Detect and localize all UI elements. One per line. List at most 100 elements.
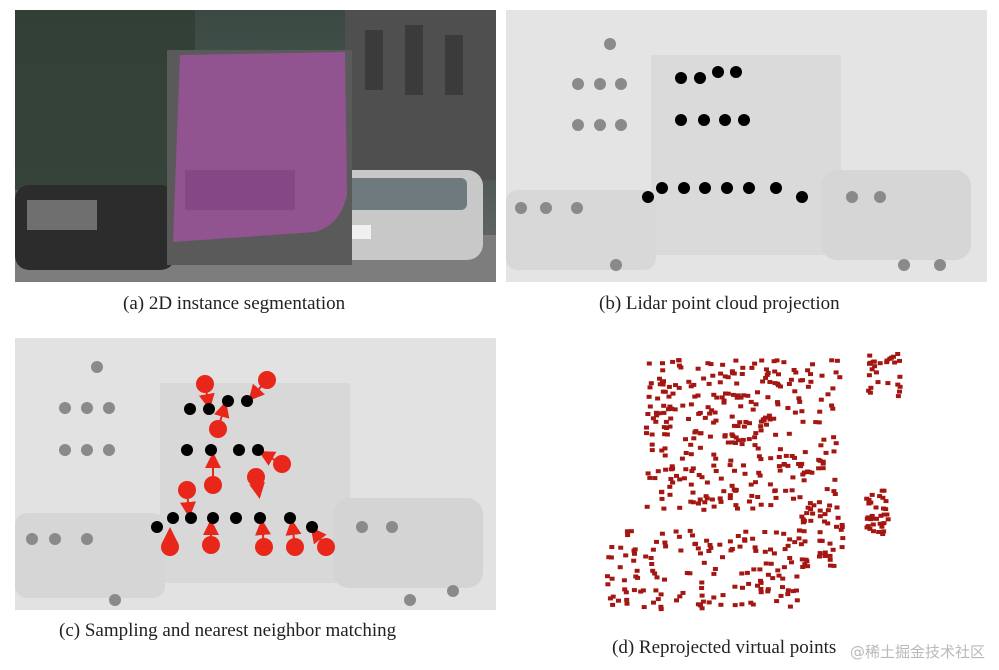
virtual-point	[895, 394, 901, 399]
virtual-point	[797, 399, 803, 404]
virtual-point	[727, 496, 733, 501]
lidar-points	[642, 66, 808, 203]
virtual-point	[650, 568, 656, 573]
virtual-point	[704, 480, 710, 485]
virtual-point	[711, 392, 717, 397]
virtual-point	[781, 565, 787, 570]
virtual-point	[688, 442, 694, 447]
virtual-point	[827, 503, 833, 508]
virtual-point	[650, 416, 656, 421]
virtual-point	[768, 456, 774, 461]
virtual-point	[799, 514, 805, 519]
virtual-point	[711, 595, 717, 600]
virtual-point	[881, 512, 887, 517]
virtual-point	[804, 511, 810, 516]
virtual-point	[775, 568, 781, 573]
virtual-point	[729, 432, 735, 437]
virtual-point	[785, 406, 791, 410]
virtual-point	[624, 601, 630, 606]
virtual-point	[787, 537, 793, 542]
virtual-point	[817, 508, 823, 513]
virtual-point	[677, 505, 683, 510]
virtual-point	[730, 370, 735, 375]
virtual-point	[709, 497, 715, 502]
virtual-point	[823, 450, 829, 455]
background-point	[26, 533, 38, 545]
virtual-point	[801, 478, 807, 483]
virtual-point	[885, 381, 891, 386]
virtual-point	[822, 550, 828, 555]
virtual-point	[713, 418, 719, 423]
virtual-point	[750, 407, 756, 412]
virtual-point	[752, 435, 758, 440]
virtual-point	[755, 495, 761, 499]
virtual-point	[621, 578, 627, 583]
virtual-point	[701, 507, 707, 512]
virtual-point	[667, 484, 673, 489]
virtual-sample	[255, 538, 273, 556]
virtual-point	[725, 440, 731, 445]
virtual-point	[688, 452, 694, 457]
virtual-point	[666, 384, 672, 389]
background-point	[615, 119, 627, 131]
background-point	[404, 594, 416, 606]
virtual-point	[879, 488, 885, 493]
virtual-point	[659, 531, 665, 536]
virtual-point	[781, 360, 787, 365]
virtual-point	[758, 590, 764, 595]
virtual-point	[793, 370, 799, 375]
virtual-point	[827, 541, 833, 546]
virtual-point	[702, 500, 708, 505]
background-point	[571, 202, 583, 214]
virtual-point	[688, 499, 694, 504]
lidar-point	[222, 395, 234, 407]
virtual-point	[725, 375, 731, 380]
virtual-point	[749, 365, 755, 370]
lidar-point	[181, 444, 193, 456]
background-point	[59, 402, 71, 414]
virtual-point	[663, 467, 669, 472]
virtual-point	[657, 376, 662, 381]
background-point	[386, 521, 398, 533]
virtual-point	[824, 487, 830, 492]
virtual-sample	[286, 538, 304, 556]
virtual-point	[705, 405, 711, 410]
virtual-point	[720, 555, 725, 560]
virtual-point	[661, 403, 667, 408]
virtual-point	[785, 543, 791, 548]
virtual-point	[881, 521, 887, 526]
virtual-point	[718, 371, 724, 376]
virtual-point	[692, 430, 698, 435]
background-point	[81, 444, 93, 456]
virtual-point	[867, 526, 873, 531]
virtual-point	[643, 554, 649, 559]
virtual-point	[732, 603, 738, 608]
virtual-point	[610, 594, 616, 599]
virtual-point	[697, 431, 703, 436]
virtual-point	[668, 477, 674, 481]
virtual-point	[749, 493, 755, 498]
virtual-point	[730, 392, 736, 397]
virtual-point	[763, 415, 768, 420]
virtual-point	[791, 496, 796, 501]
virtual-point	[880, 495, 886, 500]
virtual-point	[776, 464, 782, 469]
virtual-sample	[258, 371, 276, 389]
virtual-point	[792, 540, 798, 545]
virtual-point	[632, 547, 638, 552]
virtual-point	[776, 573, 782, 578]
virtual-point	[741, 463, 746, 468]
virtual-point	[676, 363, 682, 368]
virtual-point	[647, 404, 653, 409]
virtual-point	[805, 564, 811, 569]
virtual-point	[654, 539, 659, 544]
virtual-point	[774, 358, 780, 363]
virtual-point	[789, 560, 794, 565]
background-point	[103, 444, 115, 456]
virtual-point	[660, 361, 665, 366]
virtual-point	[867, 361, 872, 366]
background-point	[109, 594, 121, 606]
virtual-point	[829, 403, 835, 408]
virtual-point	[771, 359, 777, 364]
virtual-point	[873, 505, 879, 510]
